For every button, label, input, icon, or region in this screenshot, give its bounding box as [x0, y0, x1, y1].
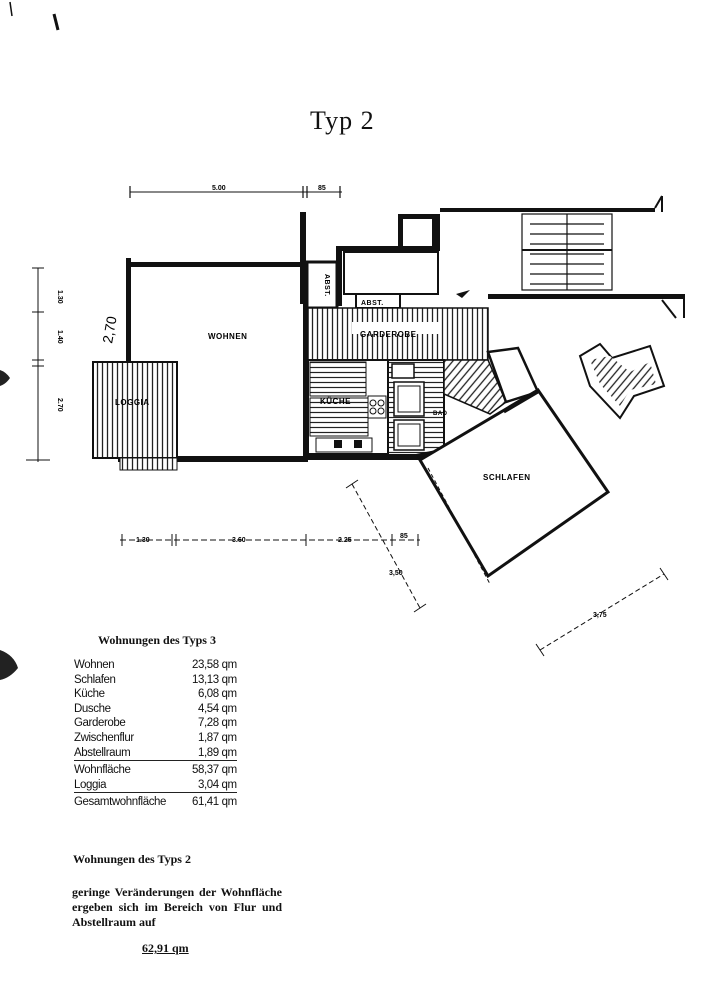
- room-label-abst: ABST.: [323, 274, 330, 297]
- dimension-label: 3,50: [389, 570, 403, 577]
- stray-mark: [52, 13, 60, 31]
- north-arrow-icon: [578, 342, 666, 420]
- room-label-bad: BAD: [433, 411, 448, 417]
- page-title: Typ 2: [310, 106, 375, 135]
- dimension-label: 85: [318, 185, 326, 192]
- dimension-label: 5.00: [212, 185, 226, 192]
- stray-mark: [9, 1, 13, 17]
- dimension-line-diagonal: [351, 483, 421, 609]
- room-label-kueche: KÜCHE: [320, 397, 351, 406]
- wall: [118, 456, 308, 462]
- wall: [303, 300, 309, 460]
- dimension-label: 1.40: [56, 330, 63, 344]
- dimension-label: 3,75: [593, 612, 607, 619]
- room-label-loggia: LOGGIA: [115, 398, 150, 407]
- hole-punch-mark: [0, 370, 10, 386]
- type2-total: 62,91 qm: [142, 941, 189, 955]
- wall: [128, 262, 308, 267]
- staircase: [521, 213, 613, 291]
- type2-description: geringe Veränderungen der Wohnfläche erg…: [72, 885, 282, 929]
- type2-title: Wohnungen des Typs 2: [73, 852, 191, 866]
- room-label-schlafen: SCHLAFEN: [483, 473, 531, 482]
- dimension-label: 2,70: [99, 315, 120, 345]
- hole-punch-mark: [0, 650, 18, 680]
- room-label-abst: ABST.: [361, 300, 384, 307]
- dimension-label: 2.70: [56, 398, 63, 412]
- room-label-wohnen: WOHNEN: [208, 332, 247, 341]
- dimension-label: 2.25: [338, 537, 352, 544]
- dimension-label: 1.30: [56, 290, 63, 304]
- dimension-label: 3.60: [232, 537, 246, 544]
- dimension-line-diagonal: [539, 573, 665, 651]
- dimension-label: 85: [400, 533, 408, 540]
- room-label-garderobe: GARDEROBE: [360, 330, 417, 339]
- abstellraum-1: [305, 260, 339, 310]
- wall: [126, 258, 131, 370]
- loggia-area: [92, 361, 178, 459]
- schlafen-area: [417, 387, 611, 579]
- garderobe-area: [307, 307, 489, 361]
- dimension-label: 1.30: [136, 537, 150, 544]
- wall: [300, 212, 306, 304]
- area-table-title: Wohnungen des Typs 3: [98, 633, 216, 647]
